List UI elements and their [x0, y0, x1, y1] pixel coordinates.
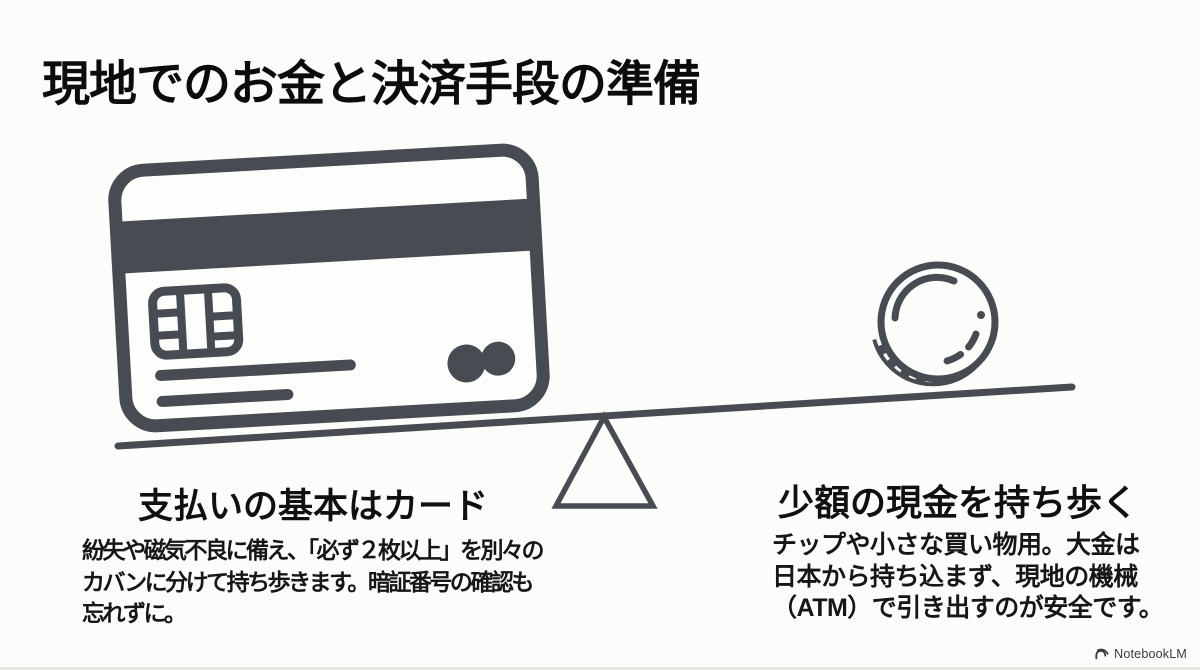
card-logo-circles: [447, 341, 516, 383]
watermark-label: NotebookLM: [1114, 646, 1187, 661]
emv-chip-icon: [148, 283, 244, 360]
notebooklm-watermark: NotebookLM: [1094, 646, 1187, 661]
coin-face: [877, 261, 999, 383]
magnetic-stripe: [117, 198, 535, 274]
card-number-lines: [155, 359, 356, 407]
balance-beam: [114, 383, 1076, 450]
notebooklm-logo-icon: [1095, 648, 1109, 660]
right-column-body: チップや小さな買い物用。大金は 日本から持ち込まず、現地の機械 （ATM）で引き…: [772, 531, 1164, 622]
coin-dashed-arc: [938, 330, 980, 366]
coin-highlight-arc: [891, 273, 958, 322]
bottom-edge-line: [0, 667, 1200, 670]
right-column-heading: 少額の現金を持ち歩く: [778, 482, 1139, 523]
coin-icon: [872, 261, 999, 387]
left-column-body: 紛失や磁気不良に備え、「必ず２枚以上」を別々の カバンに分けて持ち歩きます。暗証…: [82, 537, 545, 626]
fulcrum-triangle: [551, 411, 658, 509]
page-title: 現地でのお金と決済手段の準備: [42, 58, 701, 111]
coin-highlight-dot: [977, 311, 985, 319]
credit-card-icon: [108, 143, 550, 433]
left-column-heading: 支払いの基本はカード: [138, 487, 489, 526]
